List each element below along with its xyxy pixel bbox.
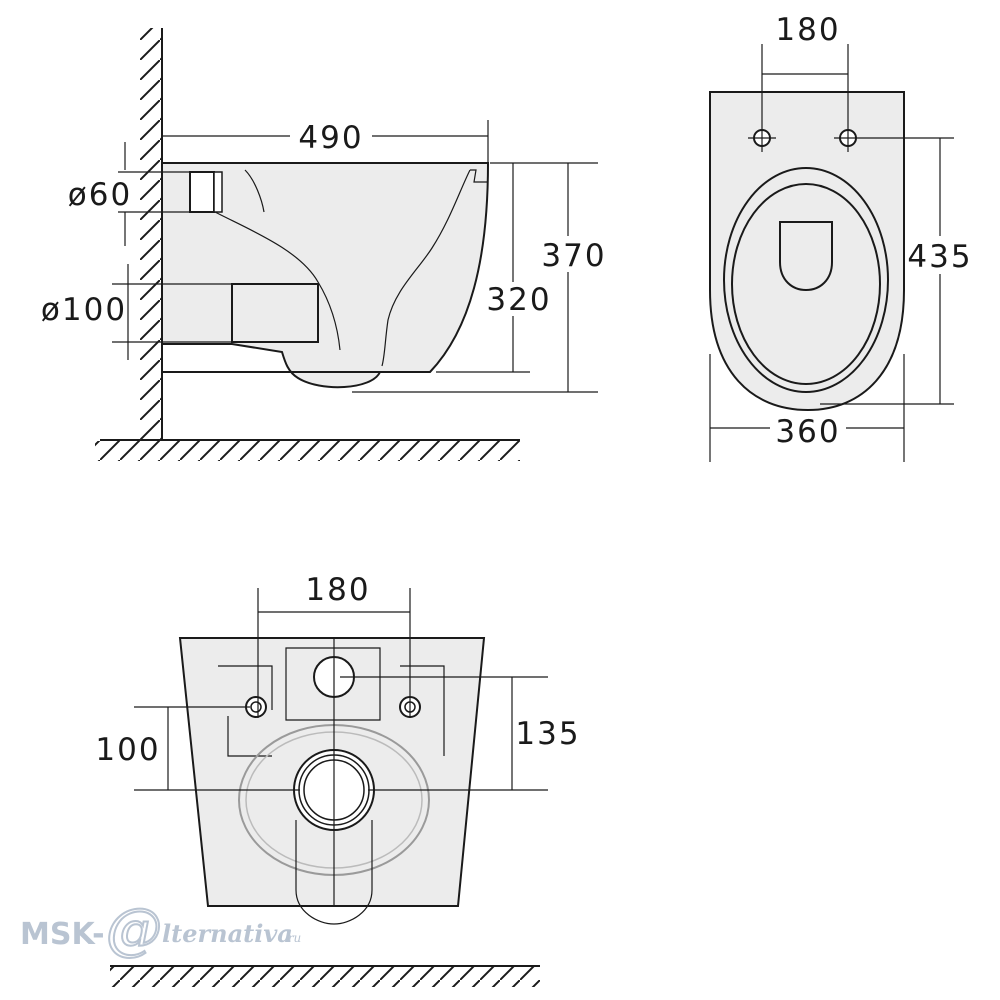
svg-text:lternativa: lternativa — [162, 919, 293, 948]
side-inlet-label: ø60 — [68, 177, 132, 213]
side-view: 490 320 370 ø60 ø100 — [41, 28, 606, 461]
svg-text:@: @ — [106, 897, 162, 962]
top-bolt-spacing-label: 180 — [775, 12, 840, 48]
rear-bolt-spacing-label: 180 — [305, 572, 370, 608]
side-bowl-height-label: 320 — [486, 282, 551, 318]
svg-text:.ru: .ru — [284, 931, 301, 945]
rear-view: 180 100 135 — [95, 572, 580, 987]
watermark-logo: MSK- @ lternativa .ru — [20, 896, 301, 963]
side-total-height-label: 370 — [541, 238, 606, 274]
wall-hatching — [140, 28, 163, 440]
side-outlet-label: ø100 — [41, 292, 127, 328]
rear-outlet-height-label: 100 — [95, 732, 160, 768]
bowl-interior-curve — [214, 169, 471, 367]
svg-text:MSK-: MSK- — [20, 917, 105, 952]
floor-hatching — [95, 439, 520, 461]
top-length-label: 435 — [907, 239, 972, 275]
outlet-pipe — [162, 283, 319, 343]
inlet-pipe — [162, 171, 223, 213]
top-view: 180 435 360 — [709, 12, 972, 462]
drain-opening-top — [779, 221, 833, 292]
top-width-label: 360 — [775, 414, 840, 450]
side-width-label: 490 — [298, 120, 363, 156]
rear-inlet-height-label: 135 — [515, 716, 580, 752]
